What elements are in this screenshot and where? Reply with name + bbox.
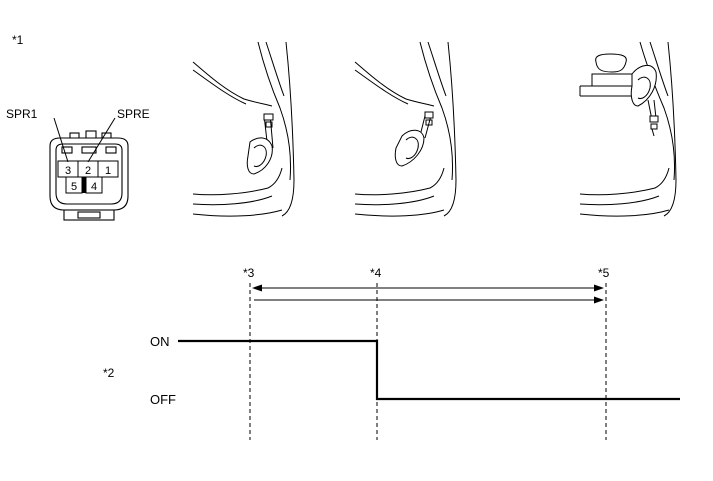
pin-1: 1 bbox=[105, 165, 111, 177]
pin-2: 2 bbox=[85, 165, 91, 177]
callout-2: *2 bbox=[103, 366, 115, 380]
state-label-on: ON bbox=[150, 334, 170, 349]
callout-1: *1 bbox=[12, 33, 24, 47]
state-label-off: OFF bbox=[150, 392, 176, 407]
pin-5: 5 bbox=[71, 181, 77, 193]
pedal-illustration-1 bbox=[192, 41, 295, 217]
range-arrows bbox=[252, 284, 604, 304]
reference-lines bbox=[249, 283, 607, 440]
callout-5: *5 bbox=[598, 266, 610, 280]
pedal-illustration-3 bbox=[579, 41, 677, 217]
terminal-label-spre: SPRE bbox=[117, 107, 150, 121]
pin-3: 3 bbox=[65, 165, 71, 177]
pedal-illustration-2 bbox=[354, 41, 457, 217]
callout-3: *3 bbox=[243, 266, 255, 280]
callout-4: *4 bbox=[370, 266, 382, 280]
connector-front-view bbox=[49, 117, 129, 221]
pin-4: 4 bbox=[91, 181, 97, 193]
terminal-label-spr1: SPR1 bbox=[6, 107, 38, 121]
signal-waveform bbox=[178, 339, 680, 401]
